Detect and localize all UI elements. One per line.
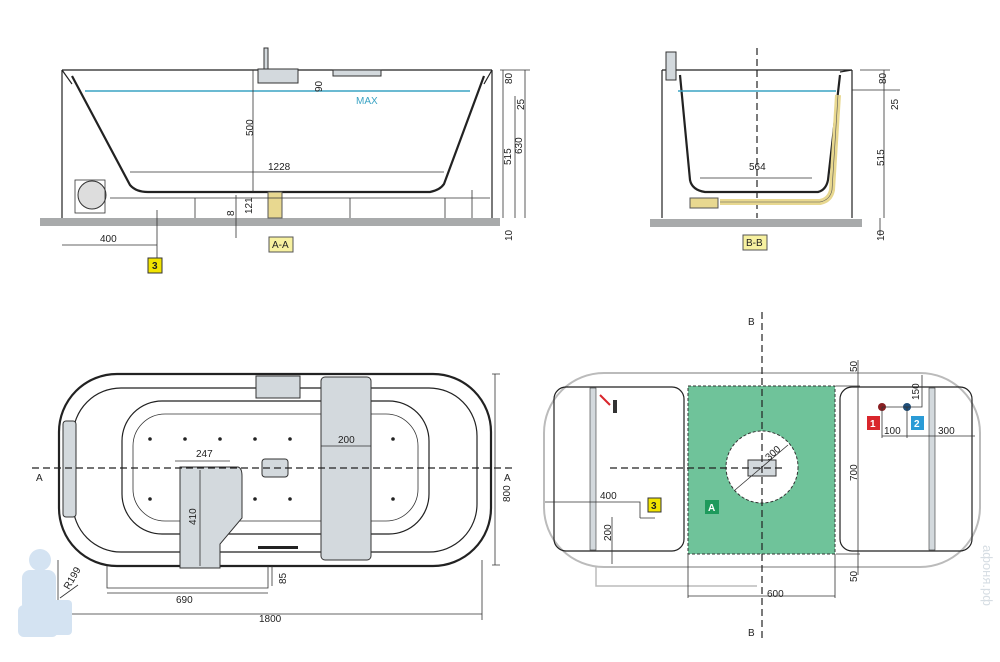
- dim-630: 630: [514, 137, 525, 154]
- section-label-box: [742, 234, 768, 251]
- hot-label: 1: [870, 419, 876, 430]
- floor: [40, 218, 500, 226]
- zone-badge: [705, 500, 719, 514]
- dim-10: 10: [876, 229, 887, 241]
- jets: [148, 437, 395, 501]
- cold-badge: [911, 416, 924, 430]
- dim-400: 400: [100, 234, 117, 245]
- marker-box: [147, 257, 163, 274]
- frame-left: [553, 386, 685, 552]
- plan-installation: 300 B B 1 2 3 A 50 700 50 150 100 300 40…: [543, 312, 981, 639]
- support-frame: [110, 190, 490, 218]
- dim-515: 515: [876, 149, 887, 166]
- dim-800: 800: [502, 485, 513, 502]
- max-label: MAX: [356, 96, 378, 107]
- section-label-box: [268, 236, 294, 253]
- watermark: афоня.рф: [18, 545, 995, 637]
- dimension-lines: [62, 69, 530, 258]
- control-panel: [255, 375, 301, 399]
- zone-label: A: [708, 503, 715, 514]
- dim-80: 80: [504, 72, 515, 84]
- tub-inner: [71, 75, 486, 194]
- dim-85: 85: [278, 572, 289, 584]
- section-mark-left: A: [36, 473, 43, 484]
- power-badge: [647, 497, 662, 513]
- dim-50-top: 50: [849, 360, 860, 372]
- headrest-cushion: [179, 466, 243, 569]
- dim-10: 10: [504, 229, 515, 241]
- drain-siphon: [267, 191, 283, 219]
- pump-motor: [77, 180, 107, 210]
- headrest-left: [62, 420, 77, 518]
- hot-badge: [867, 416, 880, 430]
- faucet-spout: [263, 47, 269, 70]
- watermark-text: афоня.рф: [980, 545, 995, 606]
- dim-1228: 1228: [268, 162, 291, 173]
- plan-top-view: A A 800 1800 690 85 247 410 200 R199: [32, 372, 513, 625]
- dim-515: 515: [503, 148, 514, 165]
- dimension-lines: [700, 69, 900, 236]
- dim-r199: R199: [62, 565, 84, 592]
- dimension-lines: [57, 373, 500, 620]
- section-mark-bottom: B: [748, 628, 755, 639]
- dim-8: 8: [226, 210, 237, 216]
- frame-right: [839, 386, 973, 552]
- dim-121: 121: [244, 197, 255, 214]
- floor: [650, 219, 862, 227]
- dim-150: 150: [911, 383, 922, 400]
- power-label: 3: [651, 501, 657, 512]
- dim-247: 247: [196, 449, 213, 460]
- dim-400: 400: [600, 491, 617, 502]
- dim-200: 200: [338, 435, 355, 446]
- section-aa-label: A-A: [272, 240, 289, 251]
- section-mark-right: A: [504, 473, 511, 484]
- section-bb: 564 80 25 515 10 B-B: [650, 48, 901, 251]
- dim-600: 600: [767, 589, 784, 600]
- grip: [332, 69, 382, 77]
- dim-700: 700: [849, 464, 860, 481]
- section-mark-top: B: [748, 317, 755, 328]
- drain-fitting: [689, 197, 719, 209]
- dim-50-bottom: 50: [849, 570, 860, 582]
- dim-300: 300: [938, 426, 955, 437]
- cold-label: 2: [914, 419, 920, 430]
- faucet-block: [257, 68, 299, 84]
- dim-500: 500: [245, 119, 256, 136]
- frame-rail-right: [928, 387, 936, 551]
- dim-90: 90: [314, 80, 325, 92]
- dim-80: 80: [878, 72, 889, 84]
- dim-564: 564: [749, 162, 766, 173]
- overflow-pipe: [720, 94, 841, 205]
- dimension-lines: [545, 360, 975, 598]
- section-bb-label: B-B: [746, 238, 763, 249]
- dim-25: 25: [516, 98, 527, 110]
- pump-housing: [74, 179, 106, 214]
- dim-690: 690: [176, 595, 193, 606]
- section-aa: MAX 90 500 1228 121 8 400 80 25 515 630 …: [40, 47, 530, 274]
- panel-outline: [595, 567, 757, 587]
- marker-3: 3: [152, 261, 158, 272]
- dim-100: 100: [884, 426, 901, 437]
- tub-rim: [57, 372, 493, 568]
- frame-rail-left: [589, 387, 597, 551]
- dim-25: 25: [890, 98, 901, 110]
- plumber-mascot-logo: [18, 549, 72, 637]
- dim-200: 200: [603, 524, 614, 541]
- screw-icon: [613, 400, 617, 413]
- dim-1800: 1800: [259, 614, 282, 625]
- arrow-icon: [599, 394, 611, 406]
- tub-inner: [678, 74, 842, 194]
- dim-410: 410: [188, 508, 199, 525]
- overflow-slot: [258, 546, 298, 549]
- faucet: [665, 51, 677, 81]
